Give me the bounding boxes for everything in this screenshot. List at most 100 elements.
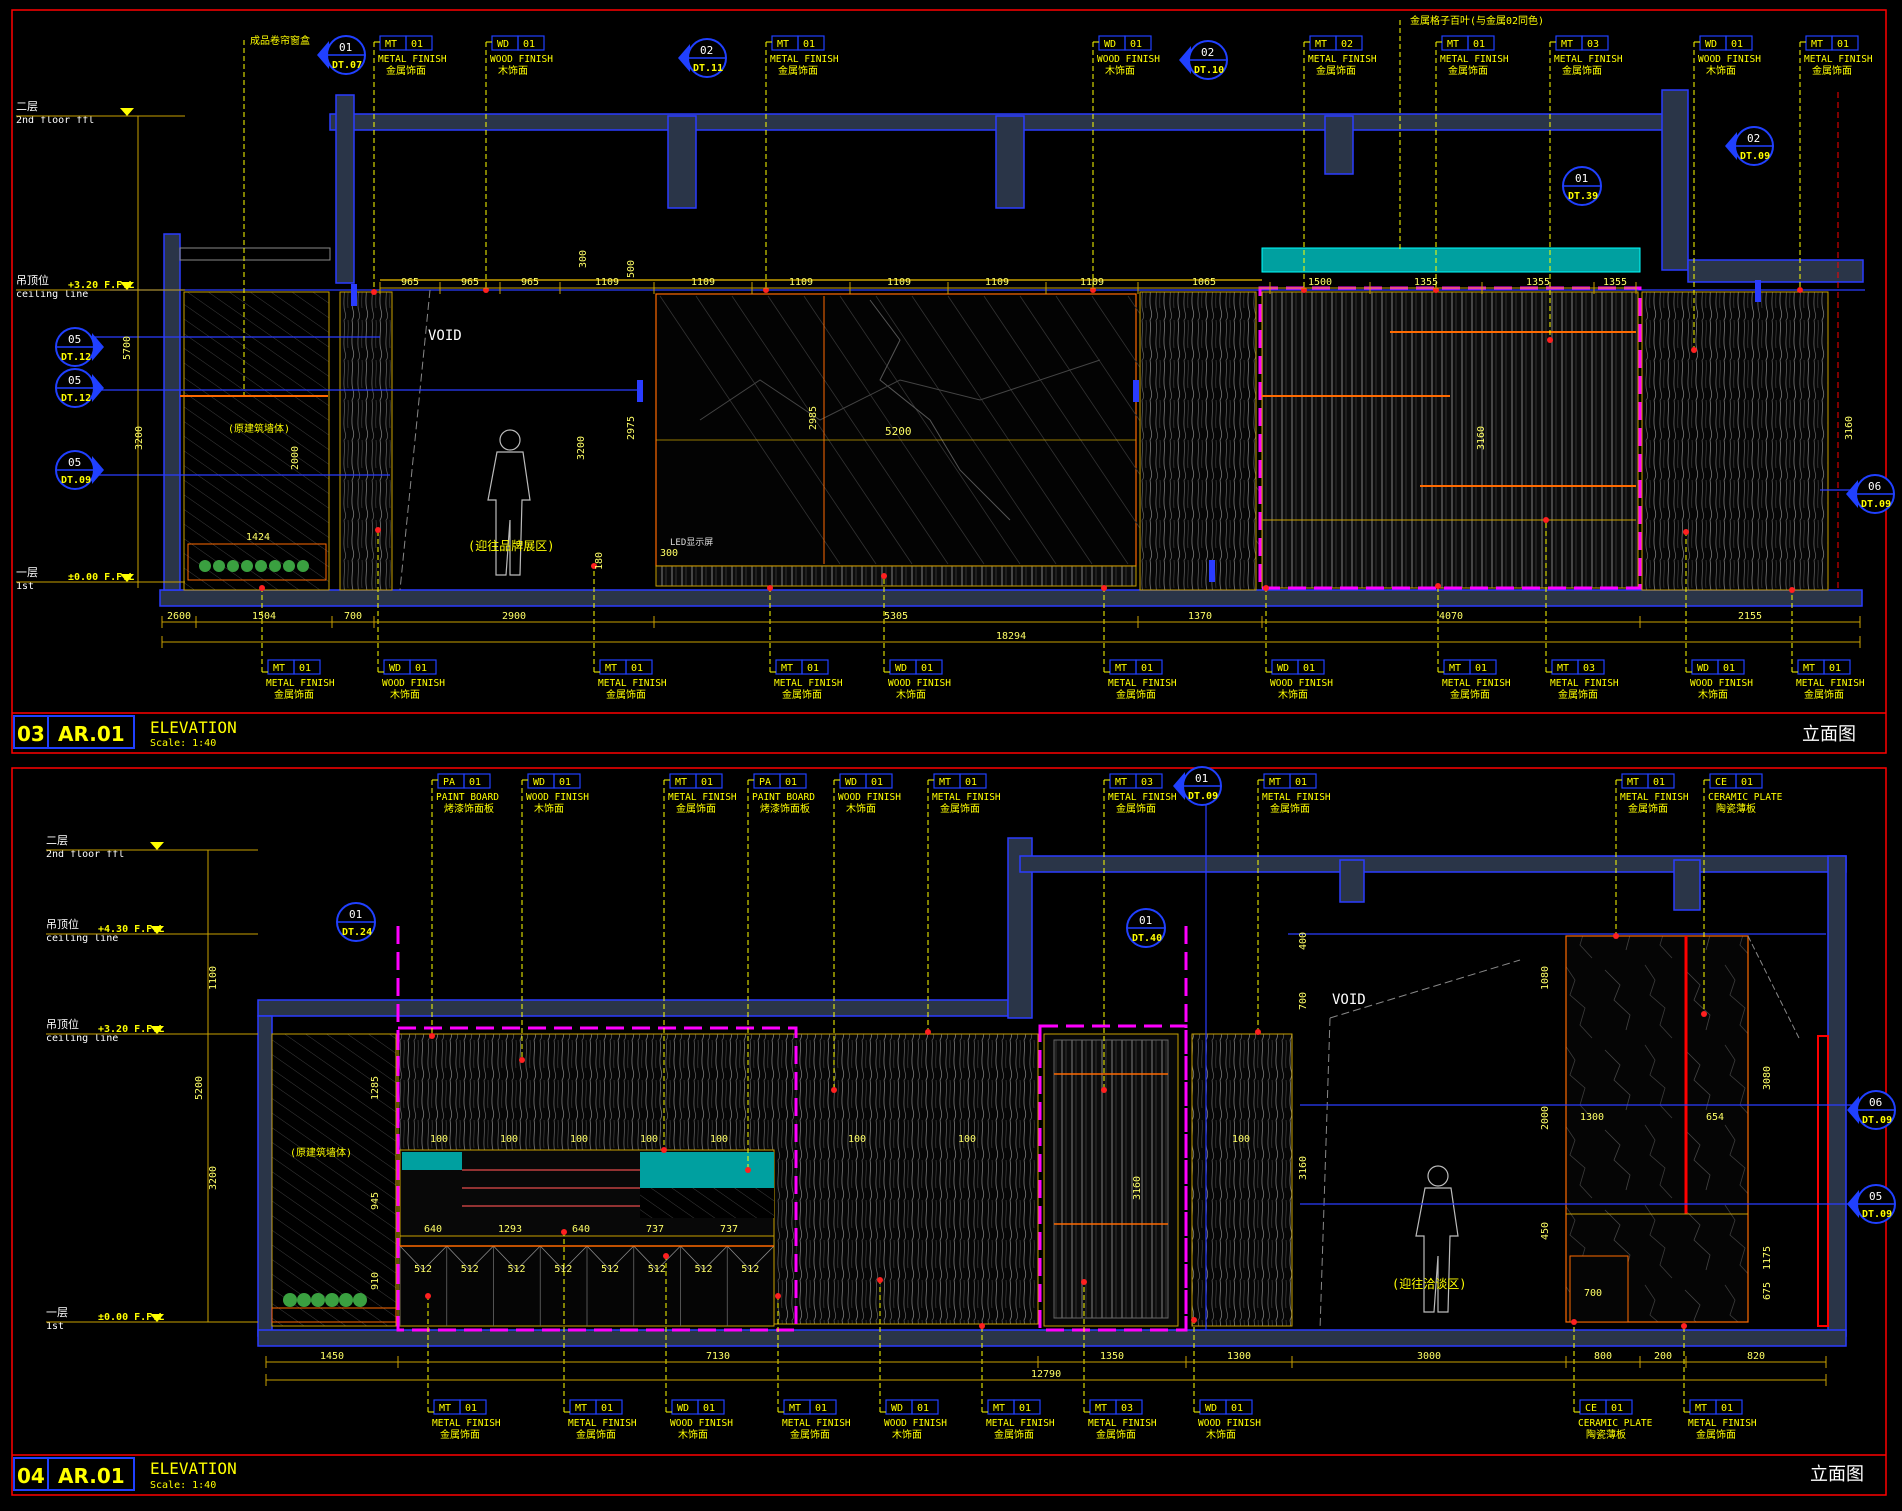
- plant-leaf: [269, 560, 281, 572]
- tag-leader-dot: [1547, 337, 1553, 343]
- tag-leader-dot: [1691, 347, 1697, 353]
- tag-code: MT: [1115, 777, 1127, 788]
- tag-cn: 木饰面: [1278, 688, 1308, 701]
- tag-num-box: [1831, 35, 1859, 51]
- tag-num-box: [959, 773, 987, 789]
- top-metal-louver: [1261, 247, 1641, 273]
- tag-num-box: [1124, 35, 1152, 51]
- tag-cn: 金属饰面: [940, 802, 980, 815]
- bottom-ceiling-slab-low: [257, 999, 1009, 1017]
- bottom-panel-frame: [11, 767, 1887, 1496]
- top-note: 成品卷帘窗盒: [250, 34, 310, 47]
- bottom-right-wall: [1827, 855, 1847, 1337]
- dim-label: 100: [848, 1134, 866, 1145]
- plant-leaf: [283, 1293, 297, 1307]
- tag-en: METAL FINISH: [1440, 54, 1509, 65]
- dim-label: 2600: [167, 611, 191, 622]
- tag-num-box: [1577, 659, 1605, 675]
- bottom-beam: [1339, 859, 1365, 903]
- tag-num-box: [695, 773, 723, 789]
- tag-en: METAL FINISH: [432, 1418, 501, 1429]
- callout-arrow: [1847, 1096, 1859, 1124]
- dim-label: 820: [1747, 1351, 1765, 1362]
- dim-label: 3000: [1417, 1351, 1441, 1362]
- tag-en: METAL FINISH: [1550, 678, 1619, 689]
- dim-label: 100: [570, 1134, 588, 1145]
- tag-leader-dot: [1101, 1087, 1107, 1093]
- dim-label: 700: [1584, 1288, 1602, 1299]
- tag-en: METAL FINISH: [1088, 1418, 1157, 1429]
- dim-label: 737: [646, 1224, 664, 1235]
- tag-leader-dot: [1263, 585, 1269, 591]
- plant-leaf: [283, 560, 295, 572]
- dim-label: 2000: [290, 446, 301, 470]
- plant-leaf: [199, 560, 211, 572]
- tag-leader-dot: [1101, 585, 1107, 591]
- level-triangle: [150, 1026, 164, 1034]
- tag-cn: 木饰面: [1105, 64, 1135, 77]
- dim-label: 2155: [1738, 611, 1762, 622]
- level-cn: 吊顶位: [46, 917, 79, 931]
- level-en: 2nd floor ffl: [16, 115, 94, 126]
- tag-num: 01: [1473, 39, 1485, 50]
- cabinet-door: [633, 1245, 681, 1271]
- callout-num: 06: [1868, 480, 1881, 493]
- right-red-trim: [1817, 1035, 1829, 1327]
- metal-door-panel: [1053, 1039, 1169, 1319]
- head: [499, 429, 521, 451]
- tb-sheet: AR.01: [58, 722, 125, 746]
- dim-label: 100: [500, 1134, 518, 1145]
- tag-code: MT: [1811, 39, 1823, 50]
- dim-label: 300: [578, 250, 589, 268]
- dim-label: 640: [424, 1224, 442, 1235]
- tag-leader-dot: [375, 527, 381, 533]
- tag-num-box: [797, 35, 825, 51]
- callout-num: 01: [339, 41, 352, 54]
- plant-leaf: [297, 1293, 311, 1307]
- dim-label: 1285: [370, 1076, 381, 1100]
- tag-en: METAL FINISH: [1620, 792, 1689, 803]
- dim-label: 3080: [1762, 1066, 1773, 1090]
- cabinet-door: [446, 1245, 494, 1271]
- dim-label: 100: [430, 1134, 448, 1145]
- tag-num-box: [1823, 659, 1851, 675]
- level-triangle: [120, 574, 134, 582]
- tag-num: 03: [1587, 39, 1599, 50]
- blue-anchor: [351, 284, 357, 306]
- tag-code: MT: [777, 39, 789, 50]
- callout-arrow: [92, 374, 104, 402]
- dim-label: 1300: [1580, 1112, 1604, 1123]
- dim-label: 1355: [1526, 277, 1550, 288]
- tag-num: 01: [703, 1403, 715, 1414]
- level-triangle: [150, 926, 164, 934]
- tag-num: 03: [1141, 777, 1153, 788]
- callout-ref: DT.39: [1568, 191, 1598, 202]
- tag-code: MT: [385, 39, 397, 50]
- level-en: 1st: [16, 581, 34, 592]
- callout-ref: DT.11: [693, 63, 723, 74]
- top-rolling-shutter-box: [179, 247, 331, 261]
- tag-num: 03: [1583, 663, 1595, 674]
- tag-leader-dot: [259, 585, 265, 591]
- finish-tags: 01DT.0702DT.1102DT.1002DT.0901DT.3906DT.…: [55, 14, 1896, 1441]
- tag-en: WOOD FINISH: [1097, 54, 1160, 65]
- tag-cn: 金属饰面: [274, 688, 314, 701]
- tag-leader-dot: [767, 585, 773, 591]
- tag-en: METAL FINISH: [668, 792, 737, 803]
- tag-cn: 烤漆饰面板: [444, 802, 494, 815]
- tag-num-box: [1013, 1399, 1041, 1415]
- tag-code: WD: [533, 777, 545, 788]
- tag-num-box: [1225, 1399, 1253, 1415]
- tag-leader-dot: [561, 1229, 567, 1235]
- tag-code: WD: [497, 39, 509, 50]
- tag-cn: 金属饰面: [1696, 1428, 1736, 1441]
